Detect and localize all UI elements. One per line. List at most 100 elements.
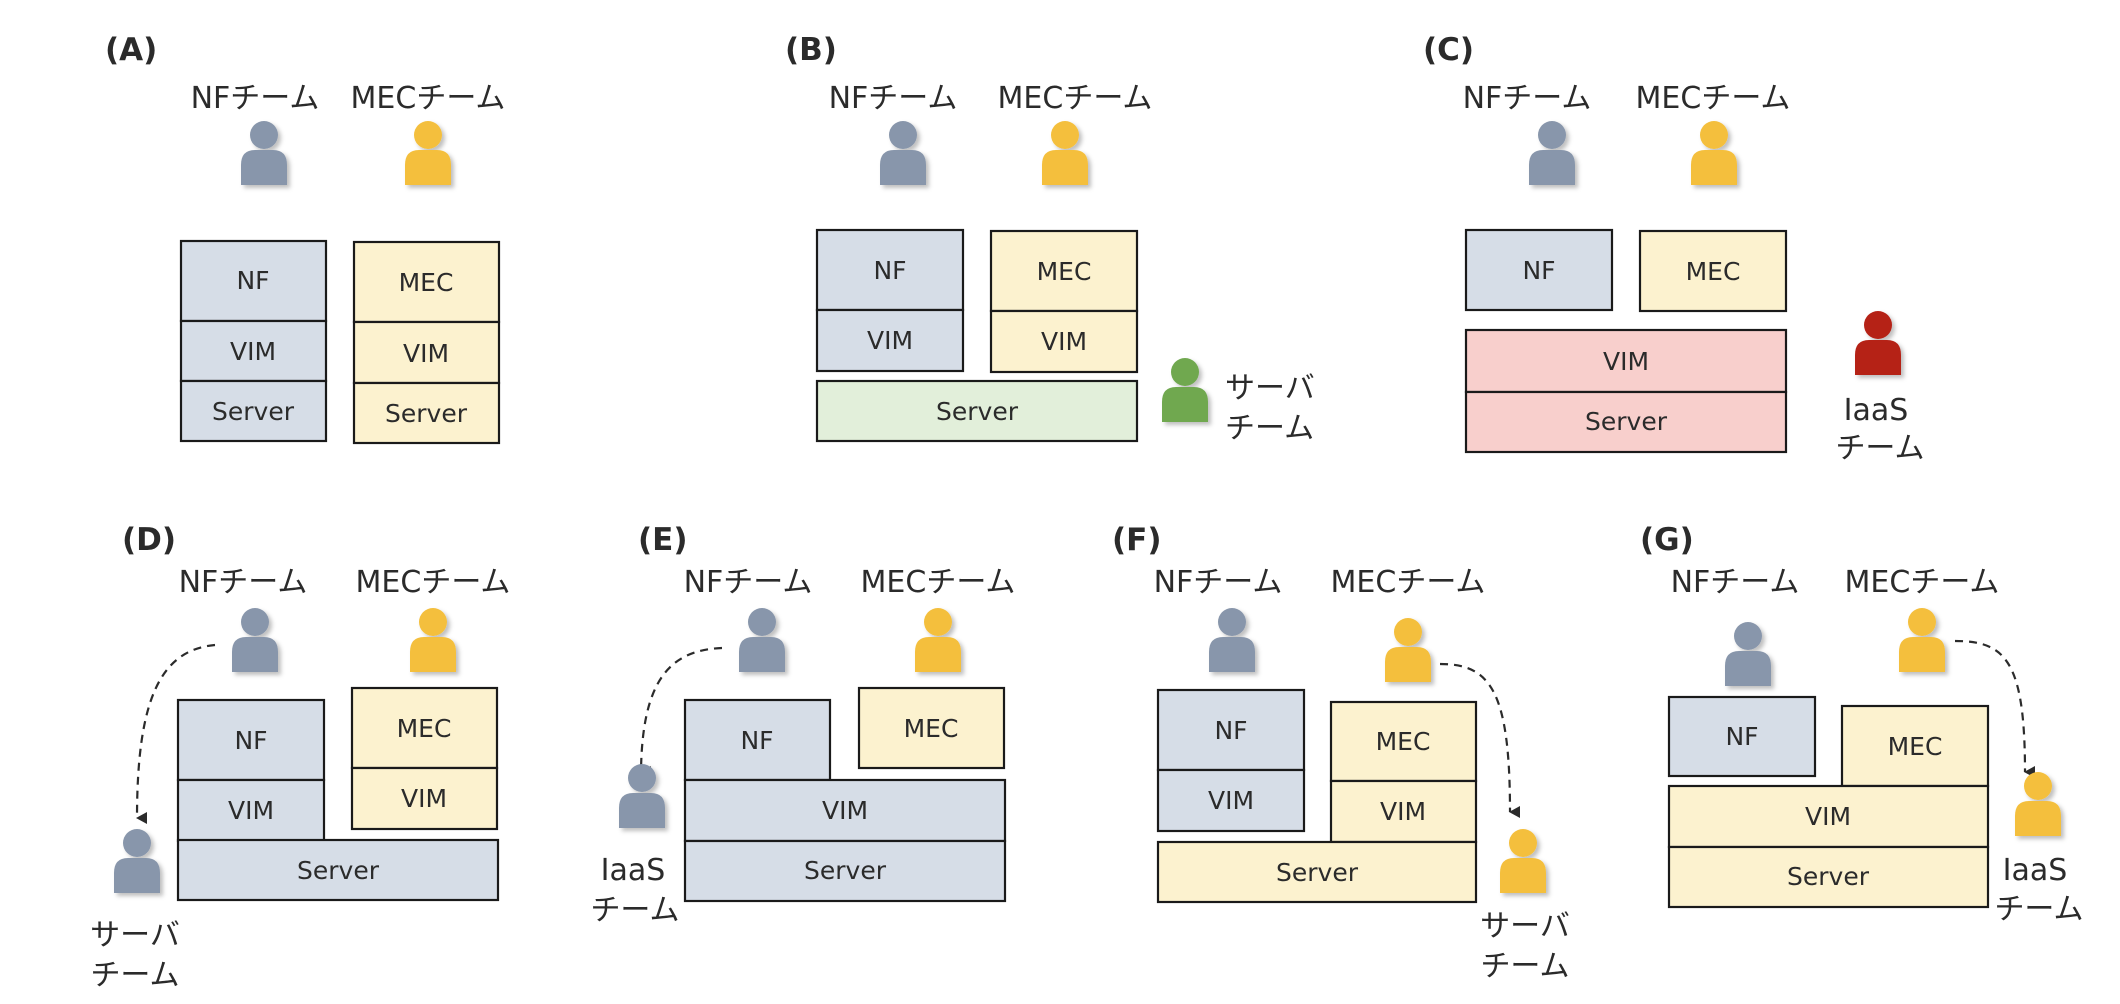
nf-server-block — [179, 379, 328, 443]
nf-vim-block — [176, 778, 326, 843]
mec-block-label: MEC — [1888, 732, 1943, 761]
delegation-arrow — [1954, 639, 2036, 778]
panel-d: (D) NFチーム MECチーム NF VIM MEC VIM Server サ… — [90, 522, 510, 993]
nf-vim-block — [1156, 768, 1306, 833]
server-block-label: Server — [936, 397, 1019, 426]
nf-team-person-icon — [1725, 622, 1771, 686]
vim-block-label: VIM — [1805, 802, 1851, 831]
mec-vim-label: VIM — [403, 339, 449, 368]
iaas-team-label-line1: IaaS — [2003, 853, 2068, 888]
server-team-label-line2: チーム — [1480, 949, 1569, 984]
mec-server-label: Server — [385, 399, 468, 428]
mec-block — [1840, 704, 1990, 788]
mec-team-label: MECチーム — [356, 565, 511, 600]
mec-block-label: MEC — [1037, 257, 1092, 286]
mec-block — [1638, 229, 1788, 313]
nf-block-label: NF — [1725, 722, 1758, 751]
panel-label: (E) — [638, 522, 688, 558]
server-team-label-line1: サーバ — [1225, 371, 1315, 406]
delegation-arrow — [639, 646, 723, 779]
nf-server-label: Server — [212, 397, 295, 426]
nf-vim-label: VIM — [228, 796, 274, 825]
nf-block — [176, 698, 326, 782]
iaas-team-person-icon — [619, 764, 665, 828]
server-block-label: Server — [1787, 862, 1870, 891]
server-block — [1464, 390, 1788, 454]
nf-team-person-icon — [1209, 608, 1255, 672]
nf-vim-block — [815, 308, 965, 373]
mec-vim-block — [989, 309, 1139, 374]
iaas-team-person-icon — [2015, 772, 2061, 836]
nf-vim-label: VIM — [230, 337, 276, 366]
nf-team-person-icon — [1529, 121, 1575, 185]
nf-block-label: NF — [236, 266, 269, 295]
iaas-team-person-icon — [1855, 311, 1901, 375]
panel-b: (B) NFチーム MECチーム NF VIM MEC VIM Server サ… — [785, 32, 1315, 446]
vim-block-label: VIM — [822, 796, 868, 825]
panel-c: (C) NFチーム MECチーム NF MEC VIM Server IaaS … — [1423, 32, 1925, 466]
server-team-label-line1: サーバ — [1480, 909, 1570, 944]
nf-team-label: NFチーム — [1154, 565, 1283, 600]
nf-block — [179, 239, 328, 323]
nf-team-label: NFチーム — [684, 565, 813, 600]
nf-team-person-icon — [241, 121, 287, 185]
panel-e: (E) NFチーム MECチーム NF MEC VIM Server IaaS … — [590, 522, 1015, 928]
panel-a: (A) NFチーム MECチーム NF VIM Server MEC VIM S… — [105, 32, 506, 445]
iaas-team-label-line2: チーム — [1835, 431, 1924, 466]
iaas-team-label-line1: IaaS — [1844, 393, 1909, 428]
mec-team-person-icon — [1385, 618, 1431, 682]
iaas-team-label-line2: チーム — [590, 893, 679, 928]
panel-label: (F) — [1112, 522, 1162, 558]
mec-vim-label: VIM — [401, 784, 447, 813]
mec-team-person-icon — [915, 608, 961, 672]
nf-block — [683, 698, 832, 782]
server-block — [1667, 845, 1990, 909]
server-block-label: Server — [1276, 858, 1359, 887]
nf-block — [1464, 228, 1614, 312]
mec-team-label: MECチーム — [351, 81, 506, 116]
mec-vim-block — [1329, 779, 1478, 844]
server-block — [1156, 840, 1478, 904]
nf-block-label: NF — [740, 726, 773, 755]
server-block — [683, 839, 1007, 903]
mec-vim-label: VIM — [1041, 327, 1087, 356]
mec-block-label: MEC — [397, 714, 452, 743]
panel-label: (D) — [122, 522, 176, 558]
server-team-label-line2: チーム — [90, 958, 179, 993]
nf-block — [1667, 695, 1817, 778]
nf-block-label: NF — [234, 726, 267, 755]
delegation-arrow — [135, 643, 216, 825]
mec-server-block — [352, 381, 501, 445]
server-team-person-icon — [1162, 358, 1208, 422]
mec-block-label: MEC — [904, 714, 959, 743]
mec-team-person-icon — [1042, 121, 1088, 185]
server-team-label-line1: サーバ — [90, 918, 180, 953]
server-team-person-icon — [114, 829, 160, 893]
mec-team-label: MECチーム — [1845, 565, 2000, 600]
iaas-team-label-line2: チーム — [1994, 892, 2083, 927]
mec-team-person-icon — [1899, 608, 1945, 672]
mec-block — [1329, 700, 1478, 783]
mec-block-label: MEC — [399, 268, 454, 297]
mec-team-person-icon — [410, 608, 456, 672]
mec-team-label: MECチーム — [998, 81, 1153, 116]
nf-block-label: NF — [1522, 256, 1555, 285]
panel-label: (A) — [105, 32, 157, 68]
mec-team-label: MECチーム — [1636, 81, 1791, 116]
nf-team-label: NFチーム — [179, 565, 308, 600]
nf-team-label: NFチーム — [1671, 565, 1800, 600]
mec-vim-label: VIM — [1380, 797, 1426, 826]
panel-label: (B) — [785, 32, 837, 68]
mec-vim-block — [350, 766, 499, 831]
nf-vim-block — [179, 319, 328, 383]
delegation-arrow — [1439, 662, 1521, 818]
nf-team-person-icon — [232, 608, 278, 672]
mec-team-label: MECチーム — [1331, 565, 1486, 600]
nf-team-label: NFチーム — [191, 81, 320, 116]
mec-team-label: MECチーム — [861, 565, 1016, 600]
iaas-team-label-line1: IaaS — [601, 853, 666, 888]
panel-g: (G) NFチーム MECチーム NF MEC VIM Server IaaS … — [1640, 522, 2084, 927]
panel-f: (F) NFチーム MECチーム NF VIM MEC VIM Server サ… — [1112, 522, 1570, 984]
server-team-person-icon — [1500, 829, 1546, 893]
